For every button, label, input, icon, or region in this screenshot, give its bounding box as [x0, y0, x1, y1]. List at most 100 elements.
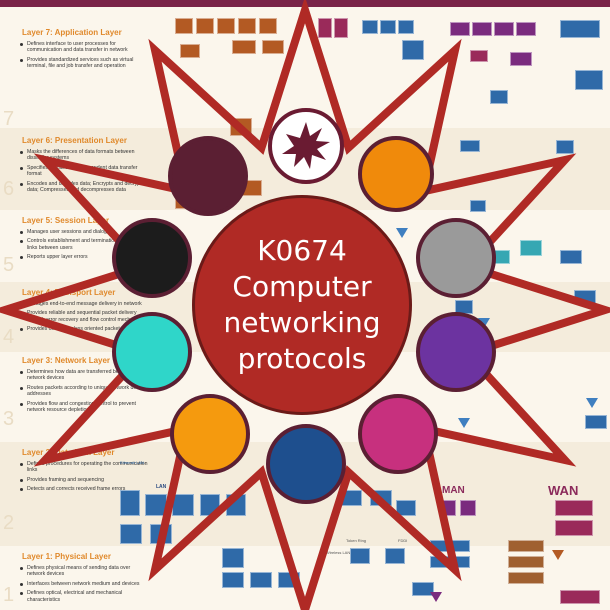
layer-1-bullet: Interfaces between network medium and de… — [18, 581, 148, 587]
layer-6-title: Layer 6: Presentation Layer — [22, 136, 127, 145]
protocol-box — [508, 540, 544, 552]
dot-gray — [416, 218, 496, 298]
layer-5-description: Layer 5: Session Layer Manages user sess… — [18, 216, 148, 264]
layer-7-number: 7 — [3, 108, 15, 130]
protocol-box — [560, 590, 600, 604]
protocol-box — [217, 18, 235, 34]
layer-3-bullet: Provides flow and congestion control to … — [18, 401, 148, 414]
protocol-box — [380, 20, 396, 34]
layer-3-bullet: Determines how data are transferred betw… — [18, 369, 148, 382]
protocol-box — [402, 40, 424, 60]
protocol-box — [350, 548, 370, 564]
dot-orange — [358, 136, 434, 212]
protocol-box — [555, 500, 593, 516]
layer-1-bullet: Defines physical means of sending data o… — [18, 565, 148, 578]
protocol-box — [180, 44, 200, 58]
layer-1-bullet: Defines optical, electrical and mechanic… — [18, 590, 148, 603]
lan-label: LAN — [156, 484, 167, 490]
protocol-box — [516, 22, 536, 36]
protocol-box — [510, 52, 532, 66]
dot-turquoise — [112, 312, 192, 392]
protocol-box — [460, 500, 476, 516]
layer-4-number: 4 — [3, 326, 15, 348]
layer-6-number: 6 — [3, 178, 15, 200]
layer-3-title: Layer 3: Network Layer — [22, 356, 111, 365]
protocol-box — [520, 240, 542, 256]
layer-1-description: Layer 1: Physical Layer Defines physical… — [18, 552, 148, 606]
dot-magenta — [358, 394, 438, 474]
man-label: MAN — [442, 485, 465, 496]
protocol-box — [470, 200, 486, 212]
protocol-box — [362, 20, 378, 34]
title-text: K0674 Computer networking protocols — [195, 198, 409, 412]
title-line-1: K0674 — [257, 234, 347, 267]
protocol-box — [385, 548, 405, 564]
protocol-box — [398, 20, 414, 34]
junction-triangle — [552, 550, 564, 560]
protocol-box — [472, 22, 492, 36]
layer-3-description: Layer 3: Network Layer Determines how da… — [18, 356, 148, 416]
dot-navy — [266, 424, 346, 504]
protocol-box — [508, 572, 544, 584]
protocol-box — [120, 524, 142, 544]
protocol-box — [450, 22, 470, 36]
layer-5-bullet: Manages user sessions and dialogues — [18, 229, 148, 235]
protocol-box — [470, 50, 488, 62]
layer-7-title: Layer 7: Application Layer — [22, 28, 122, 37]
dot-maroon — [168, 136, 248, 216]
protocol-box — [555, 520, 593, 536]
protocol-box — [120, 490, 140, 516]
dot-black — [112, 218, 192, 298]
layer-5-title: Layer 5: Session Layer — [22, 216, 110, 225]
junction-triangle — [458, 418, 470, 428]
junction-triangle — [430, 592, 442, 602]
dot-purple — [416, 312, 496, 392]
protocol-box — [412, 582, 434, 596]
layer-1-number: 1 — [3, 584, 15, 606]
protocol-box — [334, 18, 348, 38]
protocol-box — [490, 90, 508, 104]
dot-amber — [170, 394, 250, 474]
protocol-box — [560, 250, 582, 264]
layer-2-bullet: Detects and corrects received frame erro… — [18, 486, 148, 492]
protocol-box — [222, 572, 244, 588]
emblem-star-shape — [282, 122, 330, 169]
protocol-box — [259, 18, 277, 34]
layer-1-title: Layer 1: Physical Layer — [22, 552, 111, 561]
junction-triangle — [586, 398, 598, 408]
protocol-box — [460, 140, 480, 152]
title-line-3: networking — [223, 306, 381, 339]
ethernet-lan-label: Ethernet LAN — [120, 460, 145, 465]
protocol-box — [585, 415, 607, 429]
protocol-box — [396, 500, 416, 516]
layer-7-bullet: Provides standardized services such as v… — [18, 57, 148, 70]
protocol-box — [318, 18, 332, 38]
star-emblem-icon — [282, 122, 330, 169]
protocol-box — [222, 548, 244, 568]
protocol-box — [238, 18, 256, 34]
layer-5-bullet: Reports upper layer errors — [18, 254, 148, 260]
protocol-box — [556, 140, 574, 154]
fddi-label: FDDI — [398, 538, 408, 543]
layer-3-bullet: Routes packets according to unique netwo… — [18, 385, 148, 398]
layer-5-bullet: Controls establishment and termination o… — [18, 238, 148, 251]
star-emblem — [268, 108, 344, 184]
protocol-box — [560, 20, 600, 38]
layer-2-number: 2 — [3, 512, 15, 534]
title-line-4: protocols — [237, 342, 367, 375]
layer-5-number: 5 — [3, 254, 15, 276]
layer-2-bullet: Provides framing and sequencing — [18, 477, 148, 483]
protocol-box — [508, 556, 544, 568]
protocol-box — [575, 70, 603, 90]
protocol-box — [175, 18, 193, 34]
token-ring-label: Token Ring — [346, 538, 367, 543]
layer-2-bullet: Defines procedures for operating the com… — [18, 461, 148, 474]
layer-3-number: 3 — [3, 408, 15, 430]
protocol-box — [494, 22, 514, 36]
protocol-box — [262, 40, 284, 54]
title-circle: K0674 Computer networking protocols — [192, 195, 412, 415]
wan-label: WAN — [548, 483, 579, 498]
layer-7-description: Layer 7: Application Layer Defines inter… — [18, 28, 148, 73]
